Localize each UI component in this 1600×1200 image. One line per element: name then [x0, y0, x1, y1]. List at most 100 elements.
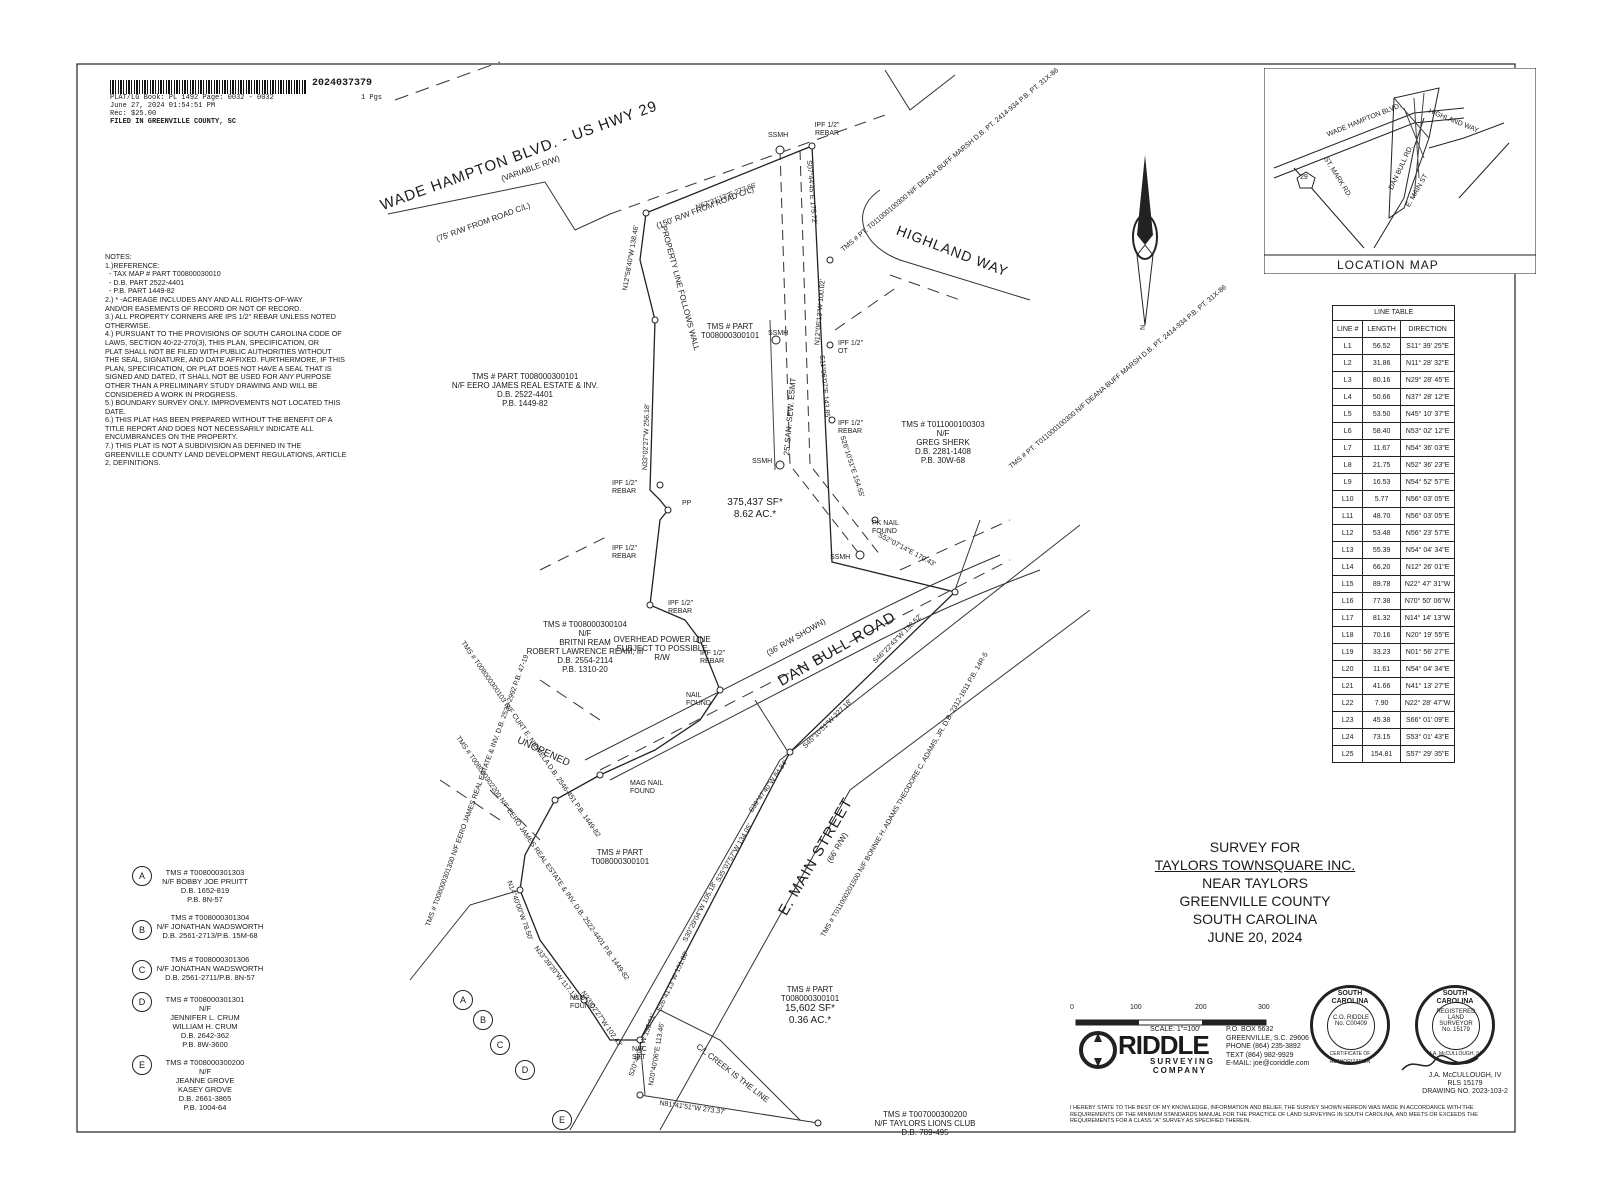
line-table-cell: L16	[1331, 592, 1364, 610]
notes-body: 1.)REFERENCE: - TAX MAP # PART T00800030…	[105, 260, 347, 468]
point-label: NAIL FOUND	[686, 692, 711, 707]
line-table-cell: 31.86	[1362, 354, 1401, 372]
company-logo-icon	[1079, 1031, 1117, 1069]
line-table-cell: 77.38	[1362, 592, 1401, 610]
point-label: IPF 1/2" REBAR	[612, 545, 638, 560]
header-cell: LENGTH	[1362, 320, 1401, 338]
title-client: TAYLORS TOWNSQUARE INC.	[1154, 857, 1356, 873]
title-line: SURVEY FOR	[1209, 839, 1301, 855]
point-label: N&C FOUND	[570, 995, 595, 1010]
line-table-cell: 45.38	[1362, 711, 1401, 729]
barcode	[110, 80, 306, 94]
point-label: SSMH	[752, 458, 773, 465]
locmap-route-shield: 29	[1300, 174, 1308, 181]
line-table-cell: N70° 50' 06"W	[1399, 592, 1456, 610]
legend-key-a: A	[132, 866, 152, 886]
point-label: SSMH	[830, 554, 851, 561]
line-table-cell: L21	[1331, 677, 1364, 695]
record-line-2: June 27, 2024 01:54:51 PM	[110, 102, 216, 110]
scale-tick: 200	[1195, 1004, 1207, 1011]
line-table-cell: 53.48	[1362, 524, 1401, 542]
point-label: MAG NAIL FOUND	[630, 780, 664, 795]
header-cell: LINE #	[1331, 320, 1364, 338]
line-table-cell: 11.67	[1362, 439, 1401, 457]
line-table-cell: N11° 28' 32"E	[1399, 354, 1456, 372]
parcel-badge-c: C	[490, 1035, 510, 1055]
line-table-cell: L25	[1331, 745, 1364, 763]
line-table-cell: L11	[1331, 507, 1364, 525]
notes-block: NOTES:1.)REFERENCE: - TAX MAP # PART T00…	[105, 252, 373, 468]
certification-statement: I HEREBY STATE TO THE BEST OF MY KNOWLED…	[1070, 1105, 1478, 1124]
point-label: IPF 1/2" REBAR	[814, 122, 840, 137]
line-table-cell: N54° 52' 57"E	[1399, 473, 1456, 491]
line-table-cell: 5.77	[1362, 490, 1401, 508]
line-table-header: LINE # LENGTH DIRECTION	[1331, 320, 1456, 338]
line-table-cell: 55.39	[1362, 541, 1401, 559]
line-table-cell: 70.16	[1362, 626, 1401, 644]
line-table-cell: L7	[1331, 439, 1364, 457]
line-table-cell: L24	[1331, 728, 1364, 746]
line-table-cell: L9	[1331, 473, 1364, 491]
line-table-cell: N45° 10' 37"E	[1399, 405, 1456, 423]
line-table-cell: L6	[1331, 422, 1364, 440]
line-table-cell: L5	[1331, 405, 1364, 423]
point-label: N&C SET	[632, 1046, 647, 1061]
legend-key-d: D	[132, 992, 152, 1012]
line-table-cell: 154.81	[1362, 745, 1401, 763]
line-table-cell: 7.90	[1362, 694, 1401, 712]
line-table-cell: N22° 28' 47"W	[1399, 694, 1456, 712]
point-label: IPF 1/2" REBAR	[612, 480, 638, 495]
line-table-cell: 56.52	[1362, 337, 1401, 355]
line-table-cell: 53.50	[1362, 405, 1401, 423]
north-label: N	[1140, 324, 1147, 330]
point-label: IPF 1/2" REBAR	[668, 600, 694, 615]
record-line-3: Rec: $25.00	[110, 110, 157, 118]
line-table-cell: 89.78	[1362, 575, 1401, 593]
line-table-cell: S53° 01' 43"E	[1399, 728, 1456, 746]
notes-heading: NOTES:	[105, 252, 132, 261]
line-table-cell: 58.40	[1362, 422, 1401, 440]
point-label: SSMH	[768, 330, 789, 337]
line-table-cell: S11° 39' 25"E	[1399, 337, 1456, 355]
overhead-power-note: OVERHEAD POWER LINE SUBJECT TO POSSIBLE …	[613, 635, 711, 662]
line-table-cell: N53° 02' 12"E	[1399, 422, 1456, 440]
line-table-cell: L8	[1331, 456, 1364, 474]
line-table-cell: N54° 04' 34"E	[1399, 541, 1456, 559]
title-line: SOUTH CAROLINA	[1192, 911, 1318, 927]
line-table-cell: 16.53	[1362, 473, 1401, 491]
line-table-cell: 41.66	[1362, 677, 1401, 695]
line-table-title: LINE TABLE	[1332, 305, 1456, 320]
line-table-cell: L1	[1331, 337, 1364, 355]
point-label: IPF 1/2" REBAR	[700, 650, 726, 665]
line-table-cell: L19	[1331, 643, 1364, 661]
line-table-cell: N56° 03' 05"E	[1399, 507, 1456, 525]
location-map	[1264, 68, 1536, 274]
scale-tick: 0	[1070, 1004, 1074, 1011]
line-table-cell: N56° 23' 57"E	[1399, 524, 1456, 542]
document-number: 2024037379	[312, 78, 373, 89]
parcel-badge-a: A	[453, 990, 473, 1010]
company-name: RIDDLE	[1118, 1030, 1210, 1060]
recording-stamp: 2024037379 PLAT/LG Book: PL 1492 Page: 0…	[110, 78, 382, 126]
north-arrow	[1132, 155, 1158, 325]
line-table-cell: N37° 28' 12"E	[1399, 388, 1456, 406]
parcel-label-main-tms: TMS # PART T008000300101	[700, 322, 760, 340]
